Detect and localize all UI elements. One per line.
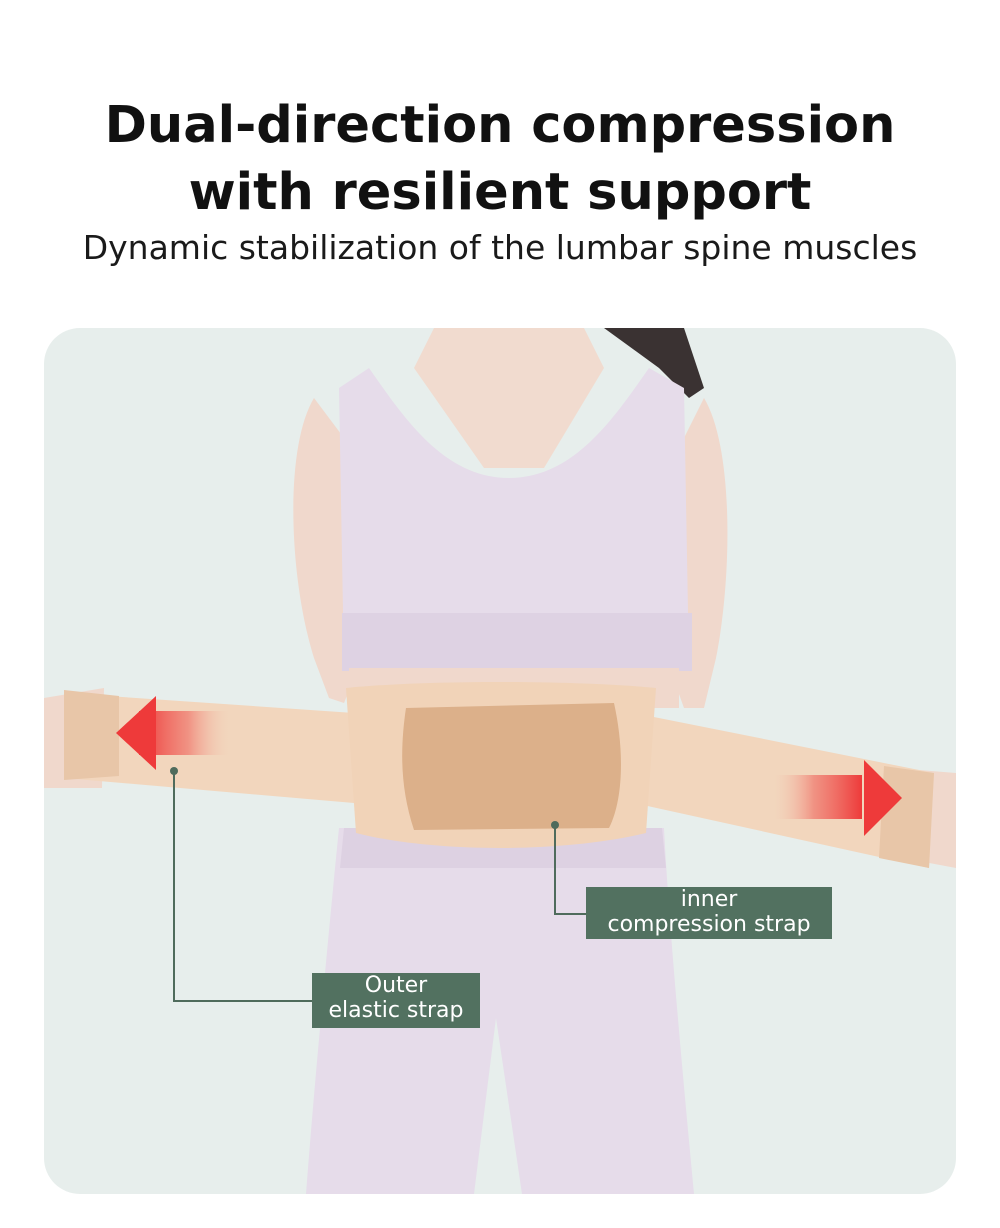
callout-inner-strap: inner compression strap xyxy=(586,887,832,939)
sports-bra xyxy=(339,368,689,668)
callout-inner-line1: inner xyxy=(680,887,738,912)
product-image-panel: inner compression strap Outer elastic st… xyxy=(44,328,956,1194)
right-arrow-icon xyxy=(774,760,902,836)
inner-leader-line xyxy=(554,825,586,915)
callout-leaders xyxy=(173,771,586,1002)
product-illustration xyxy=(44,328,956,1194)
title-line-1: Dual-direction compression xyxy=(104,96,896,155)
callout-inner-line2: compression strap xyxy=(607,912,811,937)
left-arrow-icon xyxy=(116,696,229,770)
inner-pad xyxy=(402,703,621,830)
bra-band xyxy=(342,613,692,671)
page-subtitle: Dynamic stabilization of the lumbar spin… xyxy=(82,228,918,267)
neck-skin xyxy=(414,328,604,468)
callout-outer-line2: elastic strap xyxy=(328,998,464,1023)
callout-outer-line1: Outer xyxy=(364,973,428,998)
outer-leader-line xyxy=(173,771,312,1002)
page-title: Dual-direction compression with resilien… xyxy=(0,92,1000,226)
callout-outer-strap: Outer elastic strap xyxy=(312,973,480,1028)
title-line-2: with resilient support xyxy=(188,163,812,222)
right-strap-end xyxy=(879,766,934,868)
inner-leader-dot xyxy=(551,821,559,829)
outer-leader-dot xyxy=(170,767,178,775)
left-strap-end xyxy=(64,690,119,780)
hair-shape xyxy=(604,328,704,398)
